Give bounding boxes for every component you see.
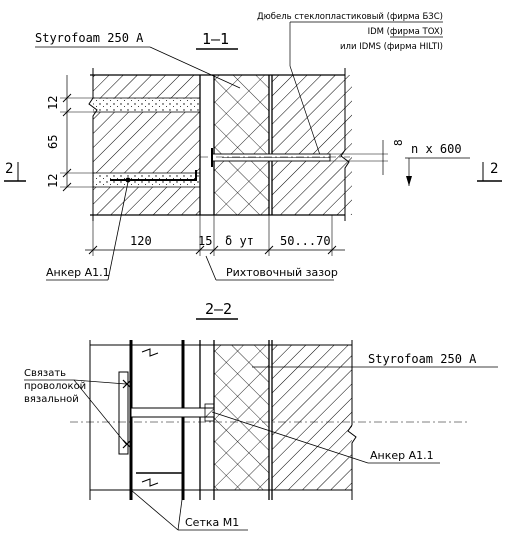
section-1-1: 1–1 Styrofoam 250 A Дюбель стеклопластик… (4, 12, 502, 281)
anchor-label-plan: Анкер A1.1 (370, 449, 434, 462)
cut-mark-left: 2 (5, 161, 13, 177)
gap-label: Рихтовочный зазор (226, 266, 338, 279)
facing-wall-plan (272, 345, 352, 490)
mesh-leader-right (177, 491, 184, 531)
mesh-leader-left (130, 489, 179, 531)
spacing-label: n x 600 (411, 142, 462, 156)
dowel-label-line-2: IDM (фирма TOX) (368, 27, 443, 37)
dim-50-70: 50...70 (280, 234, 331, 248)
tie-label-line-1: Связать (24, 368, 66, 379)
section-2-2-title: 2–2 (205, 300, 232, 318)
cut-mark-right: 2 (490, 161, 498, 177)
dim-12-bottom: 12 (46, 174, 60, 188)
dim-insulation-thickness: δ ут (225, 234, 254, 248)
gap-leader (205, 255, 217, 281)
mortar-joint-upper (93, 98, 200, 112)
tie-leader-bottom (73, 379, 127, 445)
dowel-label-line-1: Дюбель стеклопластиковый (фирма БЗС) (257, 12, 443, 22)
section-2-2: 2–2 Связать проволокой вязальной (24, 300, 498, 531)
anchor-rod (110, 170, 197, 181)
dim-12-top: 12 (46, 96, 60, 110)
dim-8: 8 (392, 139, 405, 146)
tie-leader-top (73, 379, 127, 385)
dim-15: 15 (198, 234, 212, 248)
dim-120: 120 (130, 234, 152, 248)
anchor-plate (118, 371, 129, 455)
dim-65: 65 (46, 135, 60, 149)
facing-brick-wall (272, 75, 352, 215)
insulation-layer (214, 75, 269, 215)
anchor-label-top: Анкер A1.1 (46, 266, 110, 279)
anchor-bar (130, 407, 215, 418)
masonry-inner-wall (93, 75, 200, 215)
mesh-label: Сетка М1 (185, 516, 239, 529)
insulation-label-plan: Styrofoam 250 A (368, 352, 477, 366)
tie-label-line-2: проволокой (24, 381, 86, 392)
dowel-label-line-3: или IDMS (фирма HILTI) (340, 42, 443, 52)
tie-label-line-3: вязальной (24, 394, 79, 405)
insulation-label-top: Styrofoam 250 A (35, 31, 144, 45)
section-1-1-title: 1–1 (202, 30, 229, 48)
insulation-layer-plan (214, 345, 269, 490)
anchor-leader-plan (211, 411, 369, 464)
anchor-leader-top (107, 181, 129, 281)
